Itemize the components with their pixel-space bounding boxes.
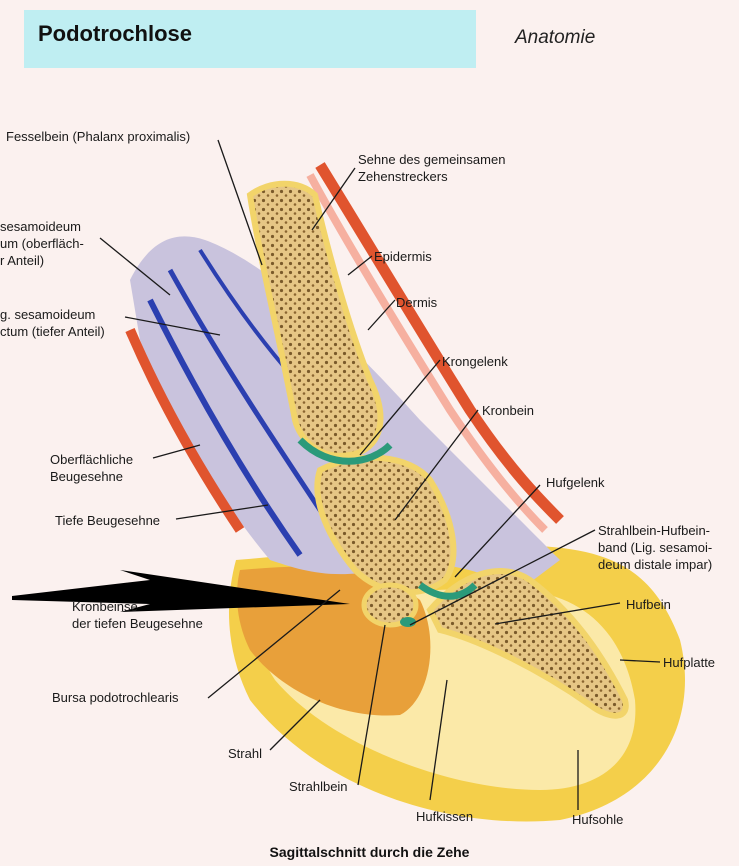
label-tiefe-beugesehne: Tiefe Beugesehne (55, 512, 160, 529)
label-hufsohle: Hufsohle (572, 811, 623, 828)
label-strahl: Strahl (228, 745, 262, 762)
label-fesselbein: Fesselbein (Phalanx proximalis) (6, 128, 190, 145)
label-sesamoideum-tief: g. sesamoideum ctum (tiefer Anteil) (0, 306, 105, 340)
impar-ligament (400, 617, 416, 627)
label-sehne-strecker: Sehne des gemeinsamen Zehenstreckers (358, 151, 505, 185)
label-bursa: Bursa podotrochlearis (52, 689, 178, 706)
label-kronbeinsehne: Kronbeinse der tiefen Beugesehne (72, 598, 203, 632)
label-strahlbein-hufbeinband: Strahlbein-Hufbein- band (Lig. sesamoi- … (598, 522, 712, 573)
label-dermis: Dermis (396, 294, 437, 311)
label-oberflaechliche-beugesehne: Oberflächliche Beugesehne (50, 451, 133, 485)
label-hufbein: Hufbein (626, 596, 671, 613)
label-hufgelenk: Hufgelenk (546, 474, 605, 491)
figure-caption: Sagittalschnitt durch die Zehe (0, 844, 739, 860)
label-epidermis: Epidermis (374, 248, 432, 265)
label-hufkissen: Hufkissen (416, 808, 473, 825)
label-strahlbein: Strahlbein (289, 778, 348, 795)
label-krongelenk: Krongelenk (442, 353, 508, 370)
label-kronbein: Kronbein (482, 402, 534, 419)
label-sesamoideum-oberflaechlich: sesamoideum um (oberfläch- r Anteil) (0, 218, 84, 269)
label-hufplatte: Hufplatte (663, 654, 715, 671)
